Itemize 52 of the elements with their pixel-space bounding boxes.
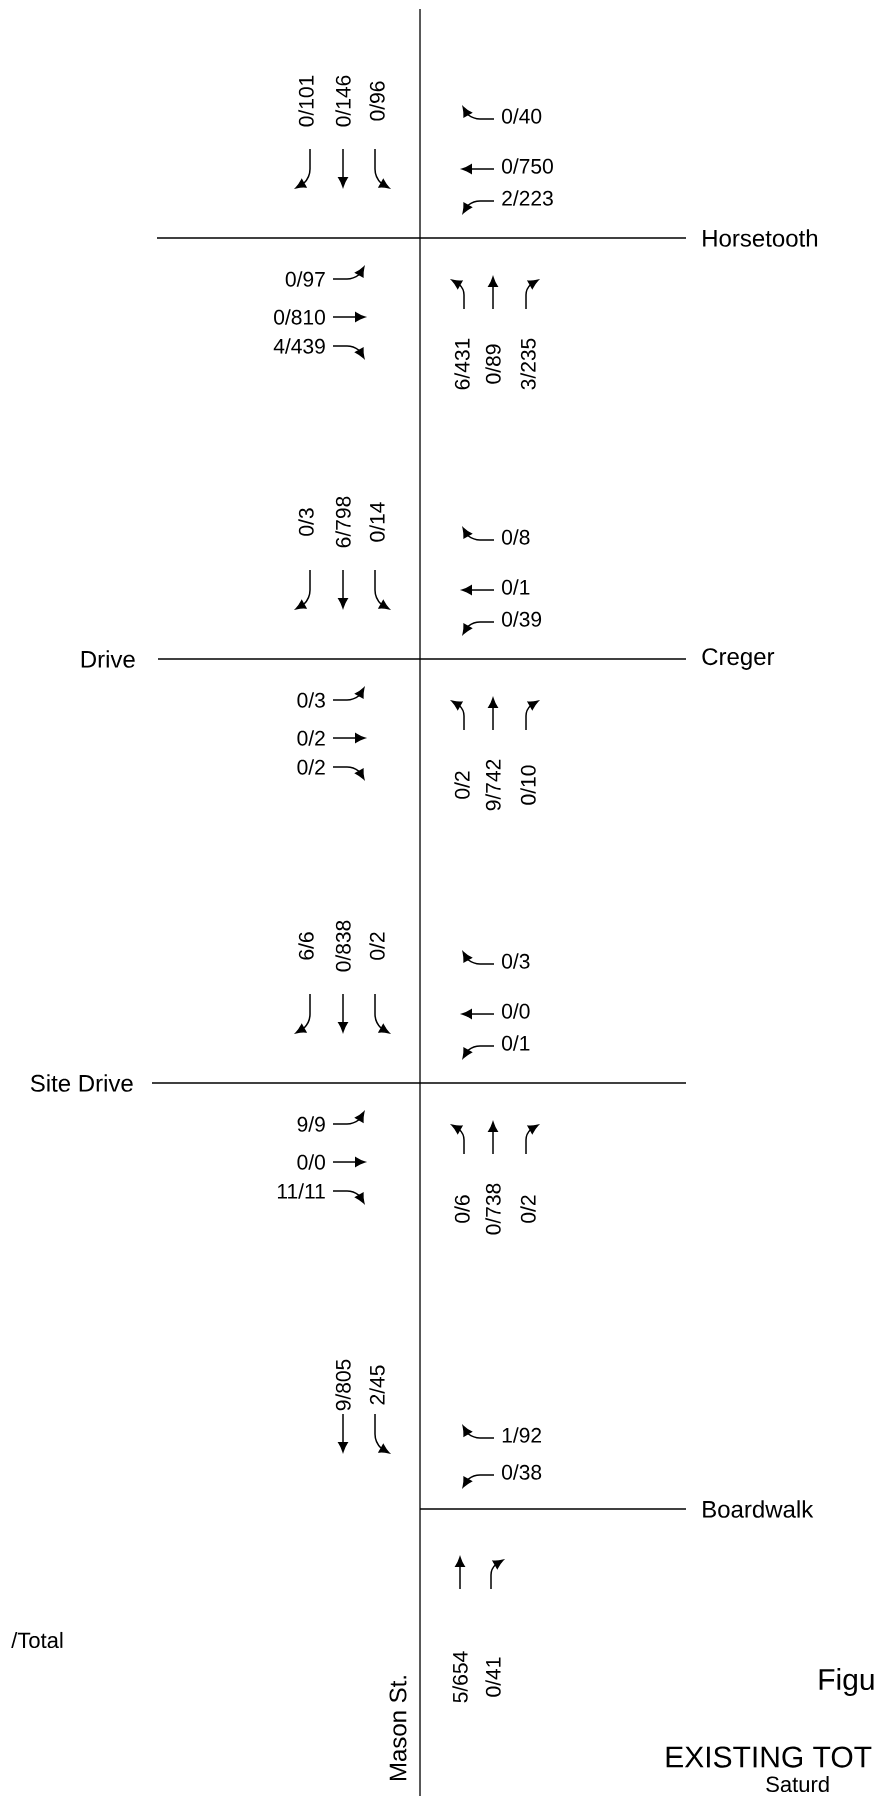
volume-label: 0/2 xyxy=(297,759,325,775)
street-name: Horsetooth xyxy=(703,229,818,247)
volume-label: 0/146 xyxy=(335,75,351,127)
volume-label: 0/101 xyxy=(298,75,314,127)
volume-label: 0/97 xyxy=(285,271,325,287)
volume-label: 2/45 xyxy=(369,1365,385,1405)
volume-label: 0/1 xyxy=(502,1035,530,1051)
volume-label: 0/3 xyxy=(502,953,530,969)
volume-label: 0/0 xyxy=(502,1003,530,1019)
volume-label: 0/750 xyxy=(502,158,553,174)
volume-label: 3/235 xyxy=(520,338,536,390)
volume-label: 0/3 xyxy=(297,692,325,708)
volume-label: 0/96 xyxy=(369,81,385,121)
volume-label: 0/0 xyxy=(297,1154,325,1170)
volume-label: 0/40 xyxy=(502,108,542,124)
volume-label: 0/738 xyxy=(485,1183,501,1235)
volume-label: 5/654 xyxy=(452,1651,468,1703)
volume-label: 0/38 xyxy=(502,1464,542,1480)
volume-label: 6/431 xyxy=(454,338,470,390)
volume-label: 0/6 xyxy=(454,1195,470,1223)
volume-label: 9/9 xyxy=(297,1116,325,1132)
volume-label: 0/2 xyxy=(520,1195,536,1223)
volume-label: 4/439 xyxy=(273,338,325,354)
volume-label: 0/14 xyxy=(369,502,385,542)
volume-label: 6/798 xyxy=(335,496,351,548)
volume-label: 0/1 xyxy=(502,579,530,595)
volume-label: 0/2 xyxy=(369,932,385,960)
volume-label: 11/11 xyxy=(277,1183,325,1199)
street-name: Boardwalk xyxy=(703,1500,814,1518)
volume-label: 0/41 xyxy=(485,1657,501,1697)
note-text: /Total xyxy=(11,1631,63,1649)
volume-label: 9/742 xyxy=(485,759,501,811)
volume-label: 0/838 xyxy=(335,920,351,972)
figure-title: EXISTING TOT xyxy=(666,1746,872,1768)
street-name: Mason St. xyxy=(389,1676,407,1781)
volume-label: 0/3 xyxy=(298,508,314,536)
figure-subtitle: Saturd xyxy=(766,1775,829,1793)
volume-label: 0/2 xyxy=(454,771,470,799)
volume-label: 0/2 xyxy=(297,730,325,746)
figure-caption: Figu xyxy=(819,1668,874,1696)
volume-label: 1/92 xyxy=(502,1427,541,1443)
volume-label: 9/805 xyxy=(335,1359,351,1411)
street-name: Site Drive xyxy=(30,1074,133,1092)
volume-label: 6/6 xyxy=(298,932,314,960)
volume-label: 0/39 xyxy=(502,611,542,627)
street-name: Drive xyxy=(81,650,135,668)
volume-label: 0/10 xyxy=(520,765,536,805)
street-name: Creger xyxy=(702,648,775,670)
volume-label: 0/8 xyxy=(502,529,530,545)
volume-label: 2/223 xyxy=(502,190,553,206)
volume-label: 0/89 xyxy=(485,344,501,384)
volume-label: 0/810 xyxy=(274,309,325,325)
